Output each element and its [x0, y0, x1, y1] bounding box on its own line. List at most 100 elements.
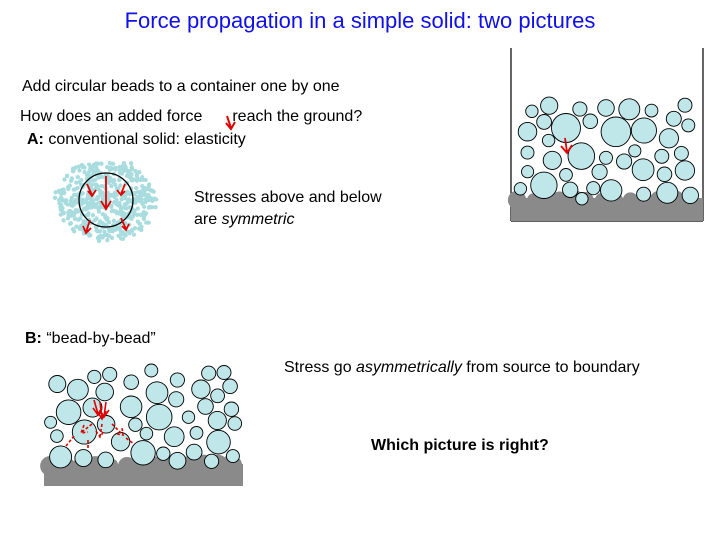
continuum-dot [95, 195, 101, 201]
continuum-dot [62, 177, 67, 182]
bead [658, 128, 679, 149]
continuum-dot [135, 219, 141, 224]
bead [513, 182, 528, 196]
continuum-dot [81, 206, 86, 211]
force-arrow-c [560, 137, 573, 155]
continuum-dot [65, 216, 71, 221]
continuum-dot [74, 224, 79, 229]
continuum-dot [61, 210, 66, 215]
continuum-dot [128, 161, 134, 166]
bead [95, 382, 114, 402]
bead [66, 378, 89, 401]
bead-by-bead-diagram [40, 363, 243, 486]
bead [541, 133, 556, 148]
bead [582, 113, 599, 130]
bead [123, 374, 139, 390]
stress-a-line2: are symmetric [194, 211, 294, 229]
bead [144, 363, 159, 378]
continuum-dot [118, 183, 123, 188]
continuum-dot [80, 197, 85, 202]
continuum-dot [85, 195, 90, 200]
continuum-dot [134, 175, 140, 181]
final-question: Which picture is righıt? [371, 437, 549, 454]
bead [145, 381, 169, 405]
bead [204, 453, 220, 469]
continuum-dot [109, 183, 114, 189]
continuum-dot [137, 193, 143, 198]
bead [102, 366, 118, 382]
continuum-dot [99, 174, 104, 179]
continuum-dot [72, 192, 77, 197]
continuum-dot [136, 226, 142, 231]
bead [128, 417, 143, 432]
continuum-dot [116, 211, 122, 216]
continuum-dot [153, 205, 158, 210]
continuum-dot [137, 198, 142, 203]
bead [600, 179, 623, 202]
continuum-dot [118, 170, 123, 176]
continuum-dot [116, 186, 121, 191]
continuum-dot [103, 222, 108, 227]
continuum-dot [117, 164, 122, 170]
continuum-dot [76, 217, 81, 222]
continuum-dot [142, 189, 147, 194]
continuum-dot [53, 190, 58, 195]
bead [181, 410, 196, 424]
bead [517, 121, 538, 142]
bead [163, 426, 185, 448]
continuum-dot [62, 190, 67, 196]
bead [227, 416, 243, 431]
bead [631, 158, 655, 182]
bead [50, 429, 64, 443]
force-arrow-icon [225, 115, 236, 131]
elastic-solid-diagram [52, 160, 159, 244]
continuum-dot [95, 184, 100, 189]
continuum-dot [98, 235, 103, 240]
continuum-dot [144, 220, 149, 225]
bead [168, 451, 187, 470]
continuum-dot [97, 200, 102, 205]
continuum-dot [65, 185, 71, 190]
bead [156, 446, 171, 461]
bead [139, 426, 154, 441]
continuum-dot [113, 165, 118, 171]
continuum-dot [123, 192, 128, 198]
continuum-dot [119, 197, 124, 202]
force-chain-arrows [65, 399, 135, 450]
continuum-dot [116, 202, 121, 208]
continuum-dot [68, 209, 73, 214]
continuum-dot [107, 167, 112, 173]
continuum-dot [75, 175, 80, 180]
bead [206, 429, 231, 455]
bead [616, 153, 633, 170]
bead [656, 166, 673, 183]
continuum-dot [106, 220, 112, 225]
continuum-dot [85, 213, 91, 218]
continuum-dot [109, 235, 115, 241]
bead [189, 426, 204, 440]
bead [644, 103, 659, 118]
bead [674, 160, 696, 181]
continuum-dot [133, 197, 138, 202]
continuum-dot [128, 175, 134, 180]
bead [530, 171, 558, 199]
continuum-dot [109, 193, 114, 198]
continuum-dot [139, 189, 144, 195]
stress-b-text: Stress go asymmetrically from source to … [284, 359, 640, 377]
bead [681, 118, 696, 133]
bead [665, 110, 682, 127]
continuum-dot [146, 198, 151, 203]
continuum-dot [107, 228, 112, 234]
continuum-dot [102, 232, 108, 238]
bead [591, 163, 608, 180]
continuum-dot [129, 228, 135, 233]
continuum-dot [97, 229, 103, 234]
continuum-dot [92, 218, 98, 223]
continuum-dot [71, 187, 76, 192]
intro-text: Add circular beads to a container one by… [22, 78, 340, 95]
continuum-dot [82, 169, 87, 175]
continuum-dot [146, 183, 151, 189]
bead [540, 96, 559, 115]
bead [210, 388, 225, 404]
continuum-dot [104, 216, 109, 221]
